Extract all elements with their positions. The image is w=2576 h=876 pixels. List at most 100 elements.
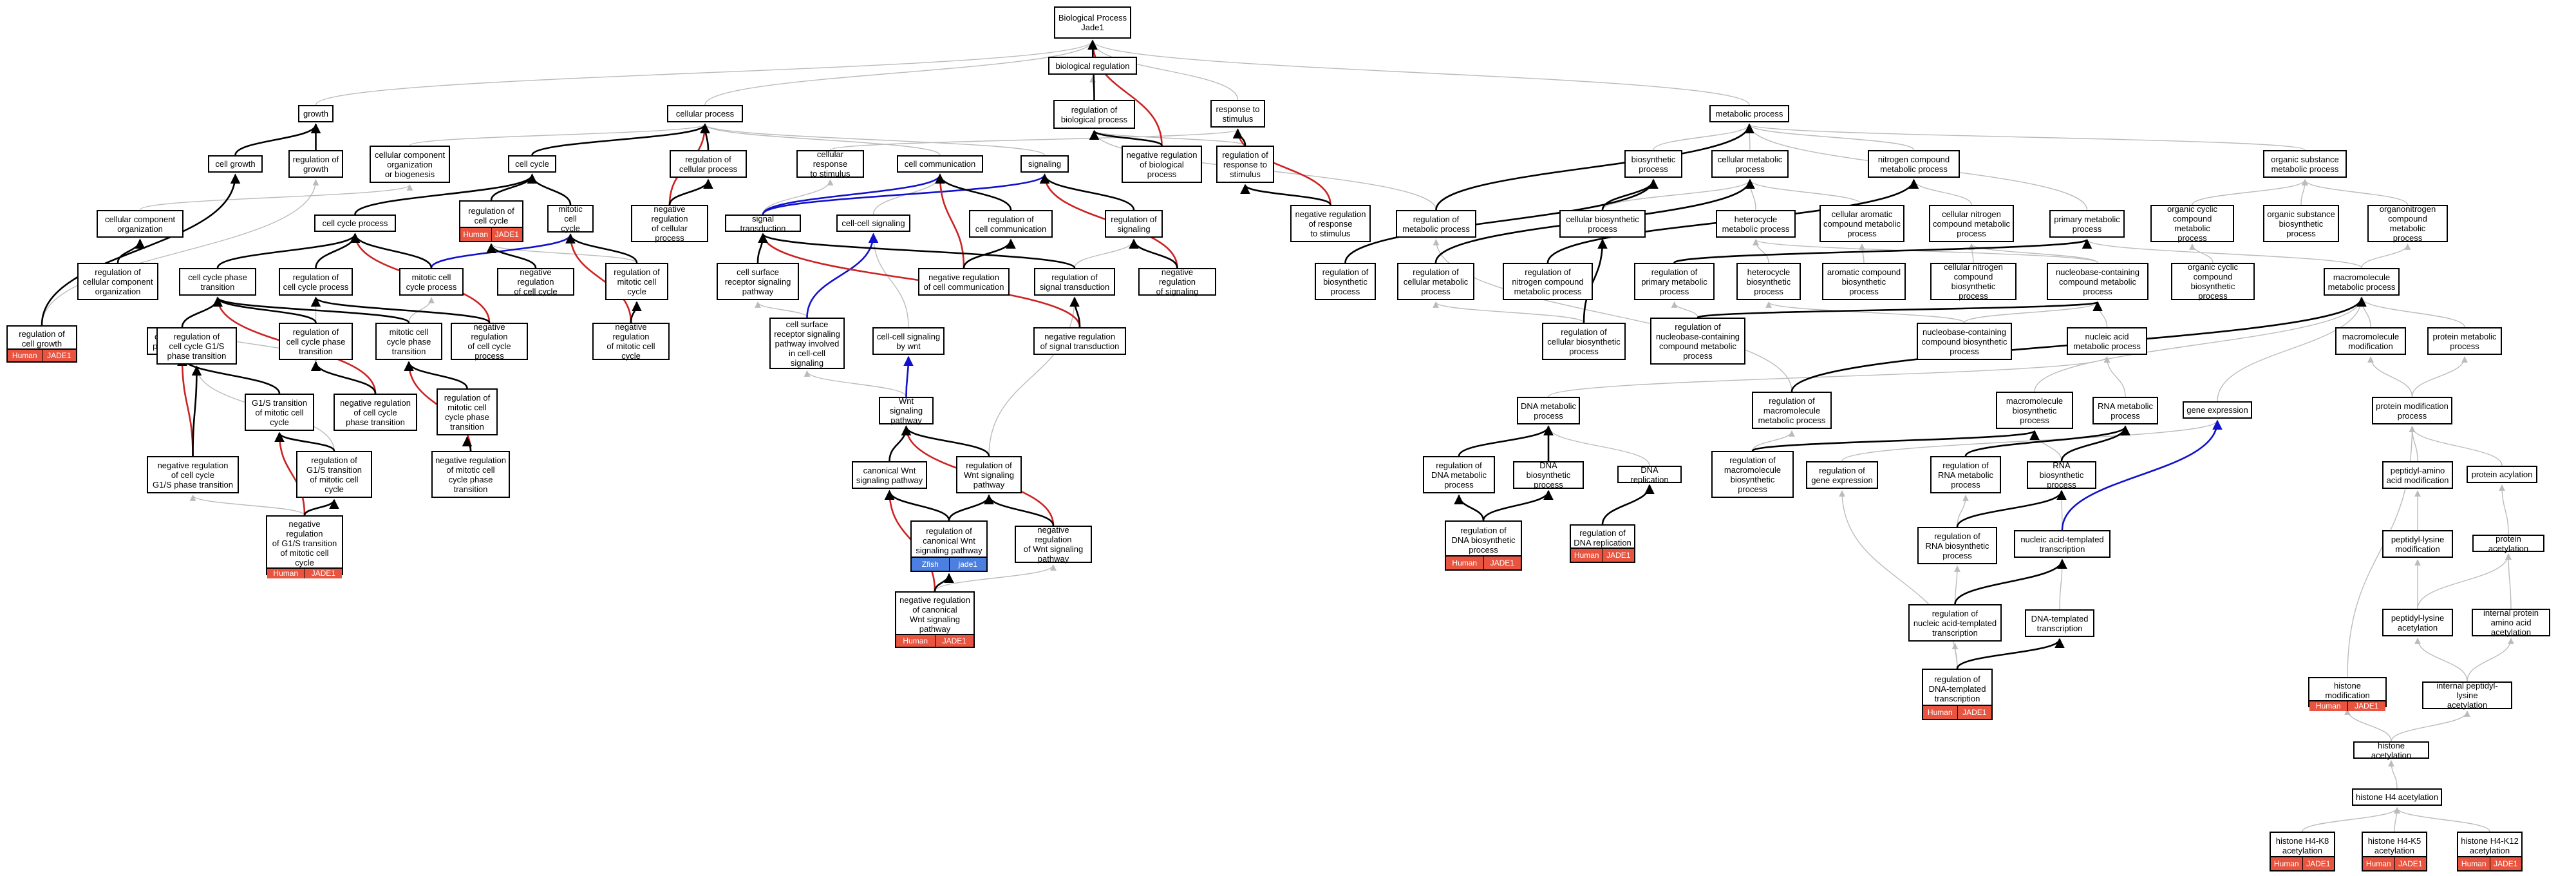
go-term-arom[interactable]: cellular aromatic compound metabolic pro… [1819,205,1904,242]
go-term-peptamino[interactable]: peptidyl-amino acid modification [2382,461,2453,489]
go-term-dnatemp[interactable]: DNA-templated transcription [2025,609,2094,637]
go-term-negregcell[interactable]: negative regulation of cellular process [631,204,708,243]
go-term-regcco[interactable]: regulation of cellular component organiz… [77,263,158,300]
go-term-biosyn[interactable]: biosynthetic process [1624,150,1682,178]
go-term-regccg1s[interactable]: regulation of cell cycle G1/S phase tran… [156,327,237,365]
go-term-heterobio[interactable]: heterocycle biosynthetic process [1736,263,1801,300]
go-term-cellcycle[interactable]: cell cycle [508,155,556,173]
go-term-rnametab[interactable]: RNA metabolic process [2092,397,2158,424]
go-term-orgsubbio[interactable]: organic substance biosynthetic process [2263,205,2339,242]
go-term-regg1s[interactable]: regulation of G1/S transition of mitotic… [296,451,372,498]
go-term-orgsub[interactable]: organic substance metabolic process [2263,150,2347,178]
go-term-cellgrowth[interactable]: cell growth [208,155,263,173]
go-term-peptlysacet[interactable]: peptidyl-lysine acetylation [2382,609,2453,636]
go-term-protacet[interactable]: protein acetylation [2472,534,2544,553]
go-term-metab[interactable]: metabolic process [1709,105,1789,122]
go-term-regcellproc[interactable]: regulation of cellular process [670,150,747,178]
go-term-cellcycleproc[interactable]: cell cycle process [314,214,396,232]
go-term-macro[interactable]: macromolecule metabolic process [2324,268,2400,296]
go-term-ccsigwnt[interactable]: cell-cell signaling by wnt [872,327,945,355]
go-term-regmacro[interactable]: regulation of macromolecule metabolic pr… [1752,392,1832,429]
go-term-regprimary[interactable]: regulation of primary metabolic process [1634,263,1715,300]
go-term-mitccphase[interactable]: mitotic cell cycle phase transition [375,323,442,360]
go-term-cellnitrobio[interactable]: cellular nitrogen compound biosynthetic … [1930,262,2017,301]
go-term-protacyl[interactable]: protein acylation [2467,466,2537,483]
go-term-rnabio[interactable]: RNA biosynthetic process [2027,461,2096,490]
go-term-dnabio[interactable]: DNA biosynthetic process [1513,461,1584,490]
go-term-negregcanwnt[interactable]: negative regulation of canonical Wnt sig… [895,591,975,648]
go-term-reggeneexp[interactable]: regulation of gene expression [1806,461,1878,489]
go-term-regbiosyn[interactable]: regulation of biosynthetic process [1315,263,1376,300]
go-term-negregcc[interactable]: negative regulation of cell cycle [497,267,574,296]
go-term-negregresp[interactable]: negative regulation of response to stimu… [1290,205,1371,242]
go-term-negregmitccphase[interactable]: negative regulation of mitotic cell cycl… [431,451,510,498]
go-term-regcellbiosyn[interactable]: regulation of cellular biosynthetic proc… [1542,323,1626,360]
go-term-regccproc[interactable]: regulation of cell cycle process [279,268,353,296]
go-term-regdnametab[interactable]: regulation of DNA metabolic process [1423,456,1495,493]
go-term-regsigtrans[interactable]: regulation of signal transduction [1034,268,1115,296]
go-term-intpeptlys[interactable]: internal peptidyl-lysine acetylation [2422,681,2512,710]
go-term-peptlys[interactable]: peptidyl-lysine modification [2382,530,2453,558]
go-term-cellresp[interactable]: cellular response to stimulus [796,149,864,178]
go-term-ccsig[interactable]: cell-cell signaling [836,214,910,232]
go-term-hetero[interactable]: heterocycle metabolic process [1716,210,1796,238]
go-term-canwnt[interactable]: canonical Wnt signaling pathway [852,461,927,489]
go-term-cellnitro[interactable]: cellular nitrogen compound metabolic pro… [1929,205,2014,242]
go-term-regccphase[interactable]: regulation of cell cycle phase transitio… [279,323,353,360]
go-term-arombio[interactable]: aromatic compound biosynthetic process [1822,263,1906,300]
go-term-bioreg[interactable]: biological regulation [1048,57,1137,75]
go-term-protmetab[interactable]: protein metabolic process [2427,327,2502,355]
go-term-regmetab[interactable]: regulation of metabolic process [1396,210,1476,238]
go-term-dnarep[interactable]: DNA replication [1617,465,1682,484]
go-term-intprot[interactable]: internal protein amino acid acetylation [2472,608,2550,637]
go-term-regbio[interactable]: regulation of biological process [1053,100,1135,129]
go-term-ccphase[interactable]: cell cycle phase transition [179,268,256,296]
go-term-macromod[interactable]: macromolecule modification [2335,327,2406,355]
go-term-nucacid[interactable]: nucleic acid metabolic process [2067,327,2147,355]
go-term-nuctemp[interactable]: nucleic acid-templated transcription [2014,530,2111,558]
go-term-negregccg1s[interactable]: negative regulation of cell cycle G1/S p… [147,456,239,493]
go-term-primary[interactable]: primary metabolic process [2049,210,2125,238]
go-term-cellbiosyn[interactable]: cellular biosynthetic process [1559,210,1646,238]
go-term-cellmetab[interactable]: cellular metabolic process [1711,150,1789,178]
go-term-regnuctemp[interactable]: regulation of nucleic acid-templated tra… [1908,604,2002,642]
go-term-negregbio[interactable]: negative regulation of biological proces… [1122,146,1202,183]
go-term-h4acet[interactable]: histone H4 acetylation [2352,788,2442,806]
go-term-g1smit[interactable]: G1/S transition of mitotic cell cycle [245,394,314,431]
go-term-nucbasebio[interactable]: nucleobase-containing compound biosynthe… [1917,323,2012,360]
go-term-regnucbase[interactable]: regulation of nucleobase-containing comp… [1650,318,1745,365]
go-term-regrnametab[interactable]: regulation of RNA metabolic process [1930,456,2001,493]
go-term-cellcomm[interactable]: cell communication [897,155,983,173]
go-term-cellsurf[interactable]: cell surface receptor signaling pathway [717,263,799,300]
go-term-macrobio[interactable]: macromolecule biosynthetic process [1996,392,2073,429]
go-term-regmitccphase[interactable]: regulation of mitotic cell cycle phase t… [437,388,498,435]
go-term-regcellcomm[interactable]: regulation of cell communication [969,210,1053,238]
go-term-wnt[interactable]: Wnt signaling pathway [879,396,934,425]
go-term-regcellmetab[interactable]: regulation of cellular metabolic process [1397,263,1474,300]
go-term-negregmitcc[interactable]: negative regulation of mitotic cell cycl… [592,322,670,361]
go-term-dnametab[interactable]: DNA metabolic process [1517,397,1580,424]
go-term-regnitro[interactable]: regulation of nitrogen compound metaboli… [1503,263,1593,300]
go-term-negregg1s[interactable]: negative regulation of G1/S transition o… [266,515,343,578]
go-term-root[interactable]: Biological Process Jade1 [1054,6,1131,39]
go-term-orgcyc[interactable]: organic cyclic compound metabolic proces… [2150,204,2234,243]
go-term-signaling[interactable]: signaling [1020,155,1069,173]
go-term-sigtrans[interactable]: signal transduction [725,214,801,233]
go-term-ccob[interactable]: cellular component organization or bioge… [370,146,450,183]
go-term-regdnatemp[interactable]: regulation of DNA-templated transcriptio… [1922,669,1993,720]
go-term-geneexp[interactable]: gene expression [2183,401,2252,419]
go-term-reggrowth[interactable]: regulation of growth [288,150,343,178]
go-term-cellproc[interactable]: cellular process [667,105,743,122]
go-term-negregcellcomm[interactable]: negative regulation of cell communicatio… [918,268,1010,296]
go-term-histacet[interactable]: histone acetylation [2353,741,2429,760]
go-term-nucbase[interactable]: nucleobase-containing compound metabolic… [2047,263,2148,300]
go-term-regcanwnt[interactable]: regulation of canonical Wnt signaling pa… [910,520,988,572]
go-term-resp[interactable]: response to stimulus [1210,100,1265,128]
go-term-regresp[interactable]: regulation of response to stimulus [1216,146,1274,183]
